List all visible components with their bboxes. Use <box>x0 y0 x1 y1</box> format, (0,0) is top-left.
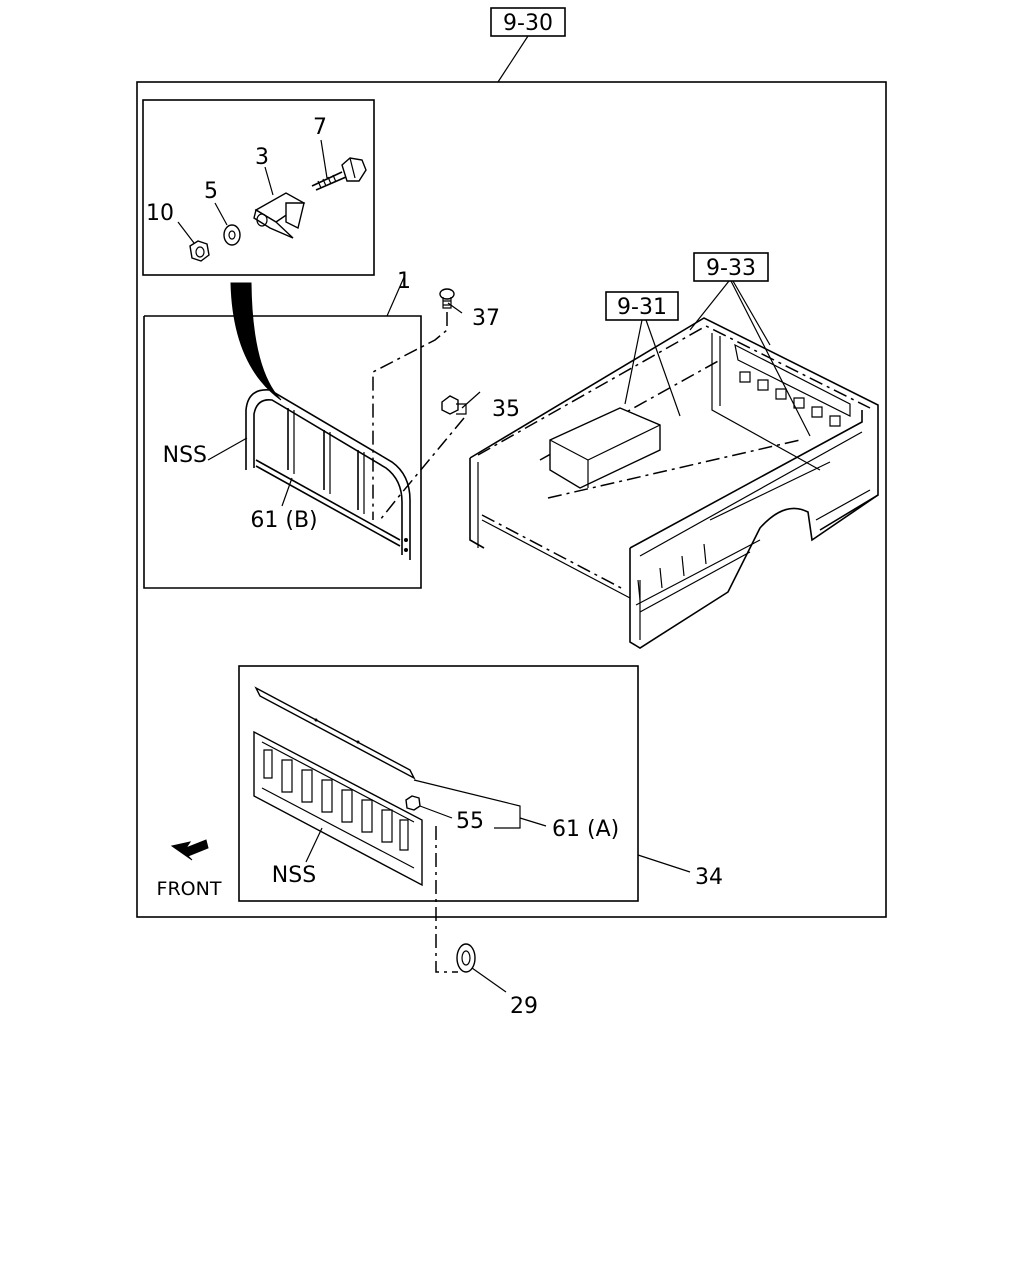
washer-part[interactable] <box>223 224 241 246</box>
callout-5: 5 <box>204 179 218 204</box>
nut-55-part[interactable] <box>405 795 421 811</box>
bracket-part[interactable] <box>253 192 306 239</box>
callout-55: 55 <box>456 809 484 834</box>
callout-34: 34 <box>695 865 723 890</box>
outer-frame <box>136 81 887 918</box>
front-label: FRONT <box>157 878 222 900</box>
callout-37: 37 <box>472 306 500 331</box>
callout-1: 1 <box>397 269 411 294</box>
bolt-35-part[interactable] <box>441 395 467 415</box>
ref-box-9-33[interactable]: 9-33 <box>693 252 769 282</box>
front-arrow-icon <box>170 839 209 861</box>
rail-inset: 1 NSS 61 (B) <box>143 269 422 589</box>
hardware-inset: 10 5 3 7 <box>142 99 375 276</box>
rail-frame-part[interactable] <box>245 389 411 560</box>
callout-61a: 61 (A) <box>552 817 619 842</box>
detail-pointer-arrow <box>230 282 282 401</box>
tailgate-strip-part[interactable] <box>254 686 416 780</box>
callout-3: 3 <box>255 145 269 170</box>
ref-label-9-33: 9-33 <box>706 256 756 281</box>
leader-29-dash <box>435 826 458 973</box>
callout-10: 10 <box>146 201 174 226</box>
label-nss-tailgate: NSS <box>272 863 316 888</box>
label-nss-rail: NSS <box>163 443 207 468</box>
ref-box-9-31[interactable]: 9-31 <box>605 291 679 321</box>
leader-35-dash <box>379 417 465 521</box>
tailgate-inset: 34 55 61 (A) NSS <box>238 665 723 902</box>
ref-label-9-30: 9-30 <box>503 11 553 36</box>
nut-part[interactable] <box>189 240 210 262</box>
callout-7: 7 <box>313 115 327 140</box>
grommet-29-part[interactable] <box>456 943 476 973</box>
callout-35: 35 <box>492 397 520 422</box>
truck-bed-part[interactable] <box>469 317 879 649</box>
bolt-part[interactable] <box>311 157 367 191</box>
ref-label-9-31: 9-31 <box>617 295 667 320</box>
bolt-37-part[interactable] <box>439 288 455 309</box>
ref-box-9-30[interactable]: 9-30 <box>490 7 566 37</box>
tailgate-panel-part[interactable] <box>253 730 423 887</box>
callout-29: 29 <box>510 994 538 1019</box>
ref-leader-9-30 <box>497 35 529 83</box>
leader-37-dash <box>372 312 448 520</box>
callout-61b: 61 (B) <box>250 508 317 533</box>
